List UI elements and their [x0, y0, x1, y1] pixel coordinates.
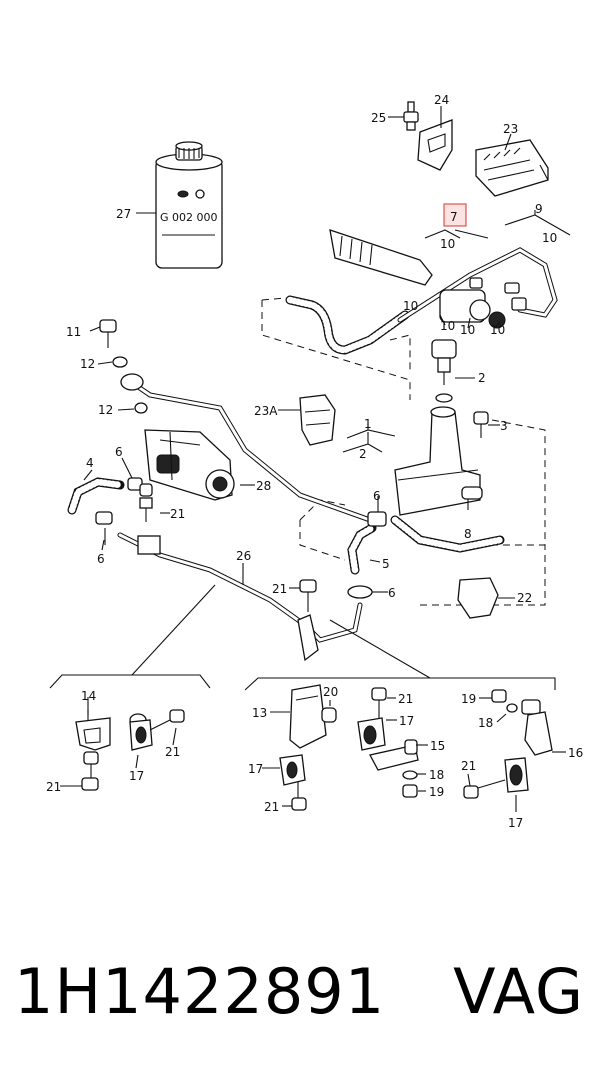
- callout-15: 15: [430, 739, 445, 753]
- callout-21a: 21: [170, 507, 185, 521]
- right-parts: [297, 511, 499, 662]
- callout-10e: 10: [460, 323, 475, 337]
- callout-21c: 21: [165, 745, 180, 759]
- dashed-outlines: [261, 297, 546, 606]
- callout-6c: 6: [97, 552, 105, 566]
- callout-19a: 19: [429, 785, 444, 799]
- detail-group-right: [463, 689, 553, 799]
- callout-10b: 10: [542, 231, 557, 245]
- detail-group-middle: [244, 619, 556, 811]
- callout-2a: 2: [478, 371, 486, 385]
- callout-28: 28: [256, 479, 271, 493]
- callout-21b: 21: [272, 582, 287, 596]
- callout-7: 7: [450, 210, 458, 224]
- reservoir: [394, 339, 489, 516]
- callout-11: 11: [66, 325, 81, 339]
- callout-26: 26: [236, 549, 251, 563]
- callout-17a: 17: [129, 769, 144, 783]
- highlight-box: [443, 203, 467, 227]
- callout-21f: 21: [264, 800, 279, 814]
- callout-21g: 21: [461, 759, 476, 773]
- callout-27: 27: [116, 207, 131, 221]
- callout-16: 16: [568, 746, 583, 760]
- callout-14: 14: [81, 689, 96, 703]
- callout-6a: 6: [115, 445, 123, 459]
- callout-25: 25: [371, 111, 386, 125]
- callout-23a: 23A: [254, 404, 278, 418]
- brand-label: VAG: [453, 955, 584, 1028]
- detail-group-left: [49, 584, 216, 791]
- callout-20: 20: [323, 685, 338, 699]
- part-number: 1H1422891: [14, 955, 386, 1028]
- callout-17d: 17: [508, 816, 523, 830]
- callout-18a: 18: [429, 768, 444, 782]
- callout-10c: 10: [403, 299, 418, 313]
- steering-pump-top: [329, 229, 527, 329]
- callout-1: 1: [364, 417, 372, 431]
- can-label: G 002 000: [160, 211, 218, 224]
- callout-6d: 6: [388, 586, 396, 600]
- callouts: 25 24 23 27 7 10 9 10 10 10 10 10 11 12 …: [46, 93, 583, 830]
- callout-13: 13: [252, 706, 267, 720]
- left-parts: [95, 319, 336, 555]
- callout-17b: 17: [399, 714, 414, 728]
- fluid-can: G 002 000: [155, 141, 223, 269]
- callout-18b: 18: [478, 716, 493, 730]
- callout-10f: 10: [490, 323, 505, 337]
- callout-23: 23: [503, 122, 518, 136]
- callout-6b: 6: [373, 489, 381, 503]
- callout-8: 8: [464, 527, 472, 541]
- footer: 1H1422891 VAG: [0, 955, 600, 1045]
- callout-10d: 10: [440, 319, 455, 333]
- callout-3: 3: [500, 419, 508, 433]
- callout-5: 5: [382, 557, 390, 571]
- callout-9: 9: [535, 202, 543, 216]
- callout-21d: 21: [46, 780, 61, 794]
- callout-10a: 10: [440, 237, 455, 251]
- leader-lines: [60, 106, 571, 812]
- callout-12a: 12: [80, 357, 95, 371]
- callout-4: 4: [86, 456, 94, 470]
- callout-21e: 21: [398, 692, 413, 706]
- callout-17c: 17: [248, 762, 263, 776]
- relay-bracket-group: [403, 101, 549, 197]
- callout-22: 22: [517, 591, 532, 605]
- callout-24: 24: [434, 93, 449, 107]
- parts-diagram: G 002 000: [46, 93, 583, 830]
- callout-19b: 19: [461, 692, 476, 706]
- callout-12b: 12: [98, 403, 113, 417]
- callout-2b: 2: [359, 447, 367, 461]
